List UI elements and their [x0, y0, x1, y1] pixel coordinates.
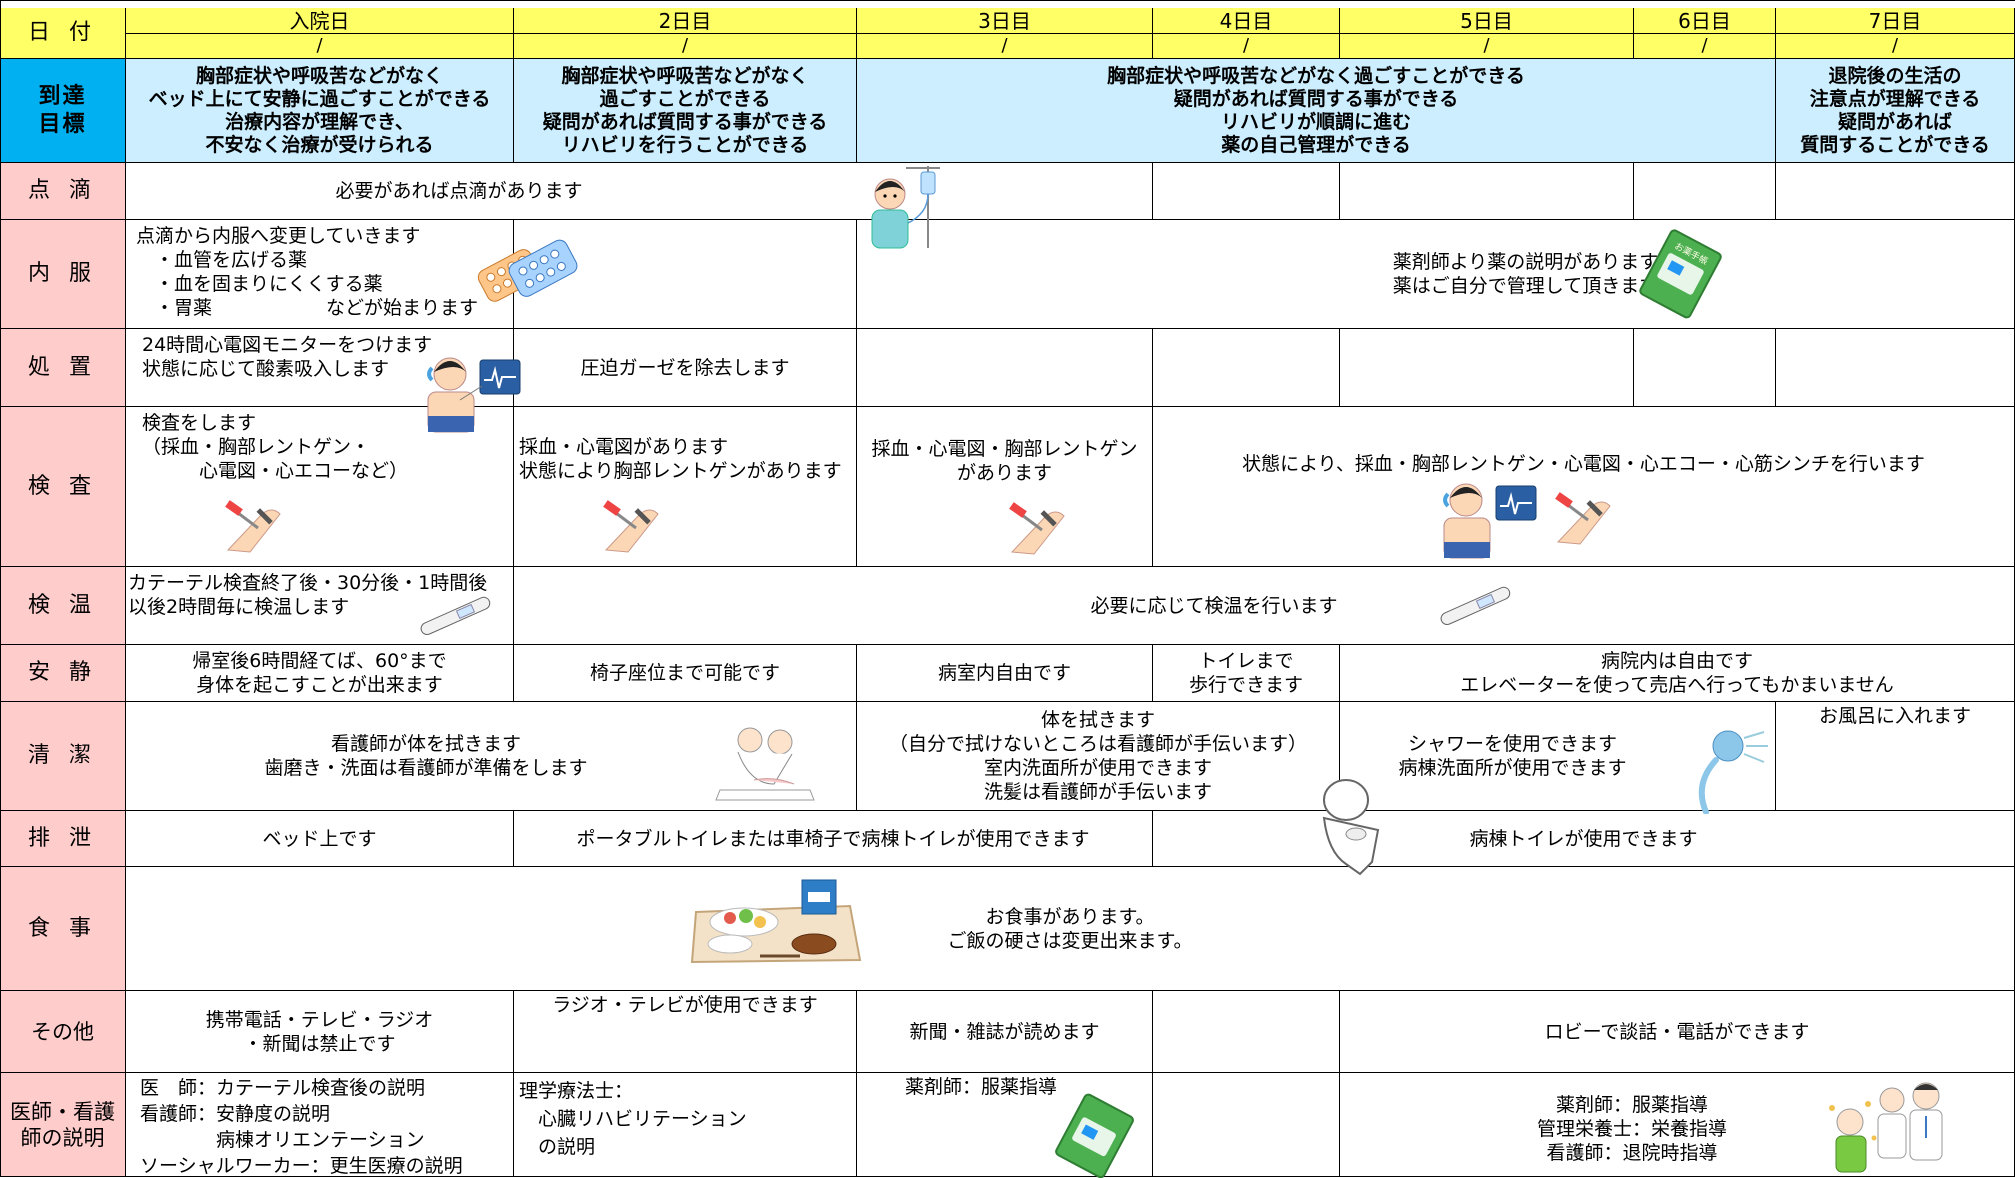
other-day2: ラジオ・テレビが使用できます	[514, 991, 857, 1073]
rest-day5-7: 病院内は自由です エレベーターを使って売店へ行ってもかまいません	[1340, 645, 2015, 702]
day-header-7: 7日目	[1776, 8, 2015, 34]
other-admission: 携帯電話・テレビ・ラジオ ・新聞は禁止です	[126, 991, 514, 1073]
iv-drip-patient-illustration	[871, 166, 940, 249]
tests-admission: 検査をします （採血・胸部レントゲン・ 心電図・心エコーなど）	[126, 407, 514, 567]
tests-day2: 採血・心電図があります 状態により胸部レントゲンがあります	[514, 407, 857, 567]
row-label-toilet: 排 泄	[0, 811, 126, 867]
explain-day2: 理学療法士： 心臓リハビリテーション の説明	[514, 1073, 857, 1177]
date-slot-5: /	[1340, 34, 1634, 59]
drip-admission-3: 必要があれば点滴があります	[126, 163, 1153, 220]
row-label-rest: 安 静	[0, 645, 126, 702]
hygiene-admission-day2: 看護師が体を拭きます 歯磨き・洗面は看護師が準備をします	[126, 702, 857, 811]
hygiene-day3-4: 体を拭きます （自分で拭けないところは看護師が手伝います） 室内洗面所が使用でき…	[857, 702, 1340, 811]
goal-day7: 退院後の生活の 注意点が理解できる 疑問があれば 質問することができる	[1776, 59, 2015, 163]
other-day5-7: ロビーで談話・電話ができます	[1340, 991, 2015, 1073]
date-slot-3: /	[857, 34, 1153, 59]
treatment-day4	[1153, 329, 1340, 407]
pill-pack-illustration	[477, 239, 578, 302]
row-label-other: その他	[0, 991, 126, 1073]
blood-draw-arm-illustration-day3	[1009, 502, 1065, 555]
blood-draw-arm-illustration-day4	[1555, 492, 1611, 545]
day-header-5: 5日目	[1340, 8, 1634, 34]
meds-admission: 点滴から内服へ変更していきます ・血管を広げる薬 ・血を固まりにくくする薬 ・胃…	[126, 220, 514, 329]
rest-day3: 病室内自由です	[857, 645, 1153, 702]
rest-day2: 椅子座位まで可能です	[514, 645, 857, 702]
row-label-drip: 点 滴	[0, 163, 126, 220]
date-slot-7: /	[1776, 34, 2015, 59]
date-slot-admission: /	[126, 34, 514, 59]
day-header-2: 2日目	[514, 8, 857, 34]
toilet-admission: ベッド上です	[126, 811, 514, 867]
rest-admission: 帰室後6時間経てば、60°まで 身体を起こすことが出来ます	[126, 645, 514, 702]
meal-tray-illustration	[690, 879, 862, 964]
shower-head-illustration	[1698, 730, 1768, 814]
treatment-day5	[1340, 329, 1634, 407]
treatment-day2: 圧迫ガーゼを除去します	[514, 329, 857, 407]
date-slot-6: /	[1634, 34, 1776, 59]
row-label-hygiene: 清 潔	[0, 702, 126, 811]
treatment-day7	[1776, 329, 2015, 407]
goal-label: 到達 目標	[0, 59, 126, 163]
row-label-treatment: 処 置	[0, 329, 126, 407]
rest-day4: トイレまで 歩行できます	[1153, 645, 1340, 702]
day-header-3: 3日目	[857, 8, 1153, 34]
treatment-admission: 24時間心電図モニターをつけます 状態に応じて酸素吸入します	[126, 329, 514, 407]
goal-day2: 胸部症状や呼吸苦などがなく 過ごすことができる 疑問があれば質問する事ができる …	[514, 59, 857, 163]
thermometer-illustration-later	[1440, 586, 1511, 626]
blood-draw-arm-illustration	[225, 500, 281, 553]
row-label-meal: 食 事	[0, 867, 126, 991]
other-day3: 新聞・雑誌が読めます	[857, 991, 1153, 1073]
goal-admission: 胸部症状や呼吸苦などがなく ベッド上にて安静に過ごすことができる 治療内容が理解…	[126, 59, 514, 163]
drip-day6	[1634, 163, 1776, 220]
date-slot-4: /	[1153, 34, 1340, 59]
treatment-day3	[857, 329, 1153, 407]
row-label-temp: 検 温	[0, 567, 126, 645]
blood-draw-arm-illustration-day2	[603, 500, 659, 553]
day-header-admission: 入院日	[126, 8, 514, 34]
tests-day3: 採血・心電図・胸部レントゲン があります	[857, 407, 1153, 567]
medicine-notebook-illustration: お薬手帳	[1639, 229, 1722, 319]
row-label-explain: 医師・看護 師の説明	[0, 1073, 126, 1177]
date-label-cell: 日 付	[0, 8, 126, 59]
row-label-tests: 検 査	[0, 407, 126, 567]
row-label-meds: 内 服	[0, 220, 126, 329]
toilet-day2-3: ポータブルトイレまたは車椅子で病棟トイレが使用できます	[514, 811, 1153, 867]
medicine-notebook-illustration-explain	[1055, 1093, 1134, 1178]
explain-day4	[1153, 1073, 1340, 1177]
meds-day3-7: 薬剤師より薬の説明があります 薬はご自分で管理して頂きます	[857, 220, 2015, 329]
other-day4	[1153, 991, 1340, 1073]
toilet-illustration	[1322, 779, 1380, 876]
ecg-monitor-patient-illustration	[427, 357, 521, 433]
ecg-monitor-patient-illustration-day4	[1443, 483, 1537, 559]
meds-day2	[514, 220, 857, 329]
doctor-nurse-illustration	[1829, 1082, 1943, 1173]
nurse-care-illustration	[715, 727, 815, 801]
drip-day5	[1340, 163, 1634, 220]
day-header-4: 4日目	[1153, 8, 1340, 34]
hygiene-day5-6: シャワーを使用できます 病棟洗面所が使用できます	[1340, 702, 1776, 811]
treatment-day6	[1634, 329, 1776, 407]
day-header-6: 6日目	[1634, 8, 1776, 34]
hygiene-day7: お風呂に入れます	[1776, 702, 2015, 811]
explain-admission: 医 師：カテーテル検査後の説明 看護師：安静度の説明 病棟オリエンテーション ソ…	[126, 1073, 514, 1177]
temp-day2-7: 必要に応じて検温を行います	[514, 567, 2015, 645]
toilet-day4-7: 病棟トイレが使用できます	[1153, 811, 2015, 867]
drip-day4	[1153, 163, 1340, 220]
drip-day7	[1776, 163, 2015, 220]
thermometer-illustration	[420, 596, 491, 636]
meal-all: お食事があります。 ご飯の硬さは変更出来ます。	[126, 867, 2015, 991]
goal-day3-6: 胸部症状や呼吸苦などがなく過ごすことができる 疑問があれば質問する事ができる リ…	[857, 59, 1776, 163]
date-slot-2: /	[514, 34, 857, 59]
temp-admission: カテーテル検査終了後・30分後・1時間後 以後2時間毎に検温します	[126, 567, 514, 645]
